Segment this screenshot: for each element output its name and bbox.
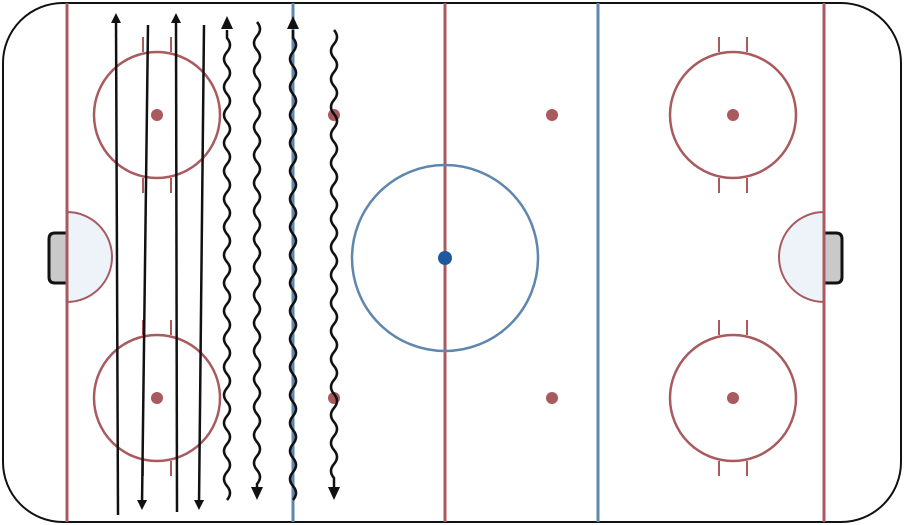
wavy-skate-path <box>252 21 262 488</box>
neutral-zone-dot <box>546 109 558 121</box>
left-goal-crease <box>66 210 113 304</box>
wavy-skate-path <box>222 30 232 501</box>
wavy-skate-path <box>329 29 339 488</box>
center-faceoff-circle <box>350 163 540 353</box>
straight-skate-down-arrow <box>194 24 206 510</box>
straight-skate-up-arrow <box>171 13 182 513</box>
arrowhead-icon <box>287 16 299 29</box>
straight-skate-up-arrow <box>111 13 122 516</box>
left-top-faceoff-circle <box>92 37 222 193</box>
neutral-zone-dot <box>546 392 558 404</box>
right-bottom-faceoff-circle <box>668 320 798 476</box>
right-top-faceoff-circle <box>668 37 798 193</box>
right-goal-crease <box>778 210 825 304</box>
arrowhead-icon <box>251 487 263 500</box>
wavy-skate-path <box>288 30 298 501</box>
right-goal-net-icon <box>822 231 844 285</box>
arrowhead-icon <box>221 16 233 29</box>
arrowhead-icon <box>328 487 340 500</box>
center-faceoff-dot <box>438 251 452 265</box>
left-goal-net-icon <box>47 231 69 285</box>
straight-skate-down-arrow <box>137 24 150 510</box>
